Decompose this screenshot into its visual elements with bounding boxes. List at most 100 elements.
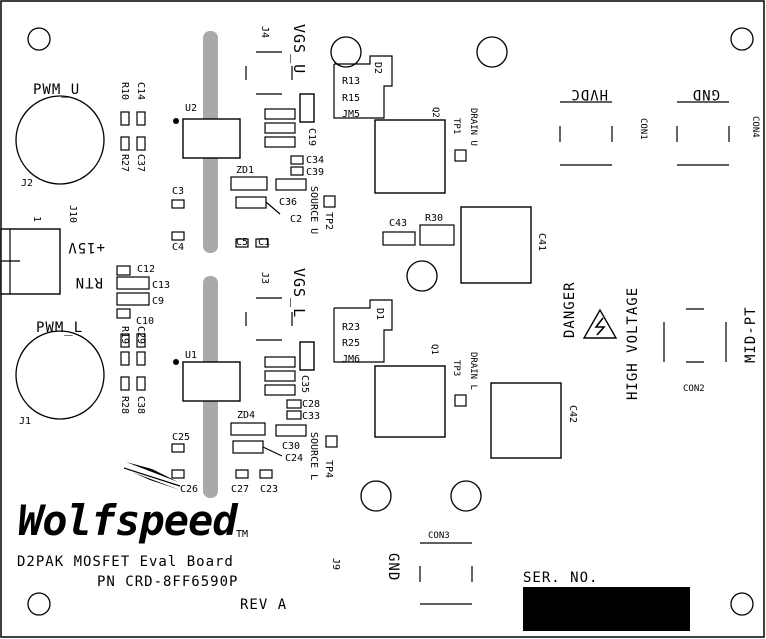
svg-text:C36: C36: [279, 197, 297, 208]
svg-text:R27: R27: [119, 154, 130, 172]
svg-text:CON4: CON4: [750, 116, 760, 138]
high-voltage-icon: [582, 308, 618, 339]
c42-capacitor: [490, 382, 562, 459]
svg-text:CON2: CON2: [683, 384, 705, 394]
plus15v-label: +15V: [67, 239, 105, 255]
revision: REV A: [240, 597, 287, 613]
mounting-hole: [450, 480, 482, 512]
svg-text:CON1: CON1: [638, 118, 648, 140]
svg-text:C3: C3: [172, 186, 184, 197]
j1-label: J1: [19, 416, 31, 427]
svg-text:D1: D1: [374, 308, 385, 320]
svg-text:TP4: TP4: [323, 460, 334, 478]
svg-text:R25: R25: [342, 338, 360, 349]
j10-label: J10: [67, 205, 78, 223]
mounting-hole: [27, 27, 51, 51]
q1-mosfet: [374, 365, 446, 438]
gnd-bottom-label: GND: [385, 553, 401, 581]
svg-text:C12: C12: [137, 264, 155, 275]
c13-capacitor: [116, 276, 150, 290]
j2-label: J2: [21, 178, 33, 189]
svg-text:J4: J4: [259, 26, 270, 38]
svg-text:U2: U2: [185, 103, 197, 114]
svg-text:TP1: TP1: [451, 118, 461, 134]
u1-ic: [182, 361, 241, 402]
vgs-l-label: VGS_L: [290, 268, 308, 318]
svg-text:C43: C43: [389, 218, 407, 229]
svg-text:C27: C27: [231, 484, 249, 495]
svg-text:C30: C30: [282, 441, 300, 452]
mounting-hole: [406, 260, 438, 292]
board-title: D2PAK MOSFET Eval Board: [17, 554, 234, 570]
svg-text:C34: C34: [306, 155, 324, 166]
svg-text:TP3: TP3: [451, 360, 461, 376]
svg-text:C41: C41: [536, 233, 547, 251]
danger-label: DANGER: [562, 281, 578, 338]
svg-text:C37: C37: [135, 154, 146, 172]
mounting-hole: [730, 27, 754, 51]
svg-text:C2: C2: [290, 214, 302, 225]
high-voltage-label: HIGH VOLTAGE: [625, 287, 641, 400]
svg-text:C25: C25: [172, 432, 190, 443]
zd1-zener: [230, 176, 268, 191]
serial-label: SER. NO.: [523, 570, 598, 586]
c41-capacitor: [460, 206, 532, 284]
svg-text:U1: U1: [185, 350, 197, 361]
hvdc-label: HVDC: [570, 86, 608, 102]
svg-text:C19: C19: [306, 128, 317, 146]
source-l-label: SOURCE L: [308, 432, 319, 480]
svg-text:C38: C38: [135, 396, 146, 414]
gnd-top-label: GND: [692, 86, 720, 102]
vgs-u-label: VGS_U: [290, 24, 308, 74]
mounting-hole: [476, 36, 508, 68]
svg-text:TP2: TP2: [323, 212, 334, 230]
svg-text:C14: C14: [135, 82, 146, 100]
q2-mosfet: [374, 119, 446, 194]
svg-text:C1: C1: [258, 237, 270, 248]
c19-capacitor: [264, 108, 296, 120]
c9-capacitor: [116, 292, 150, 306]
svg-text:ZD4: ZD4: [237, 410, 255, 421]
mounting-hole: [730, 592, 754, 616]
mounting-hole: [330, 36, 362, 68]
brand-wordmark: Wolfspeed: [18, 496, 239, 545]
svg-text:R15: R15: [342, 93, 360, 104]
trademark: TM: [236, 529, 248, 540]
svg-text:C13: C13: [152, 280, 170, 291]
zd4-zener: [230, 422, 266, 436]
svg-text:D2: D2: [372, 62, 383, 74]
svg-text:C39: C39: [306, 167, 324, 178]
svg-text:C5: C5: [236, 237, 248, 248]
svg-text:C29: C29: [135, 326, 146, 344]
c43-capacitor: [382, 231, 416, 246]
tp4-testpoint: [325, 435, 338, 448]
svg-text:C9: C9: [152, 296, 164, 307]
source-u-label: SOURCE U: [308, 186, 319, 234]
pwm-u-label: PWM_U: [33, 82, 80, 98]
mounting-hole: [360, 480, 392, 512]
rtn-label: RTN: [75, 274, 103, 290]
svg-text:JM5: JM5: [342, 109, 360, 120]
c30-capacitor: [275, 424, 307, 437]
svg-text:C26: C26: [180, 484, 198, 495]
pwm-l-label: PWM_L: [36, 320, 83, 336]
pwm-u-connector: [15, 95, 105, 185]
svg-text:J3: J3: [259, 272, 270, 284]
svg-text:C23: C23: [260, 484, 278, 495]
svg-text:R10: R10: [119, 82, 130, 100]
wolfspeed-logo-icon: [126, 462, 178, 482]
mid-pt-label: MID-PT: [743, 306, 759, 363]
serial-number-block: [523, 587, 690, 631]
part-number: PN CRD-8FF6590P: [97, 574, 238, 590]
tp1-testpoint: [454, 149, 467, 162]
tp3-testpoint: [454, 394, 467, 407]
jm6-jumper: [299, 341, 315, 371]
svg-text:R19: R19: [119, 326, 130, 344]
drain-l-label: DRAIN L: [468, 352, 478, 390]
d1-outline: [333, 299, 393, 363]
svg-text:CON3: CON3: [428, 531, 450, 541]
d2-outline: [333, 55, 393, 119]
svg-text:R13: R13: [342, 76, 360, 87]
svg-text:JM6: JM6: [342, 354, 360, 365]
